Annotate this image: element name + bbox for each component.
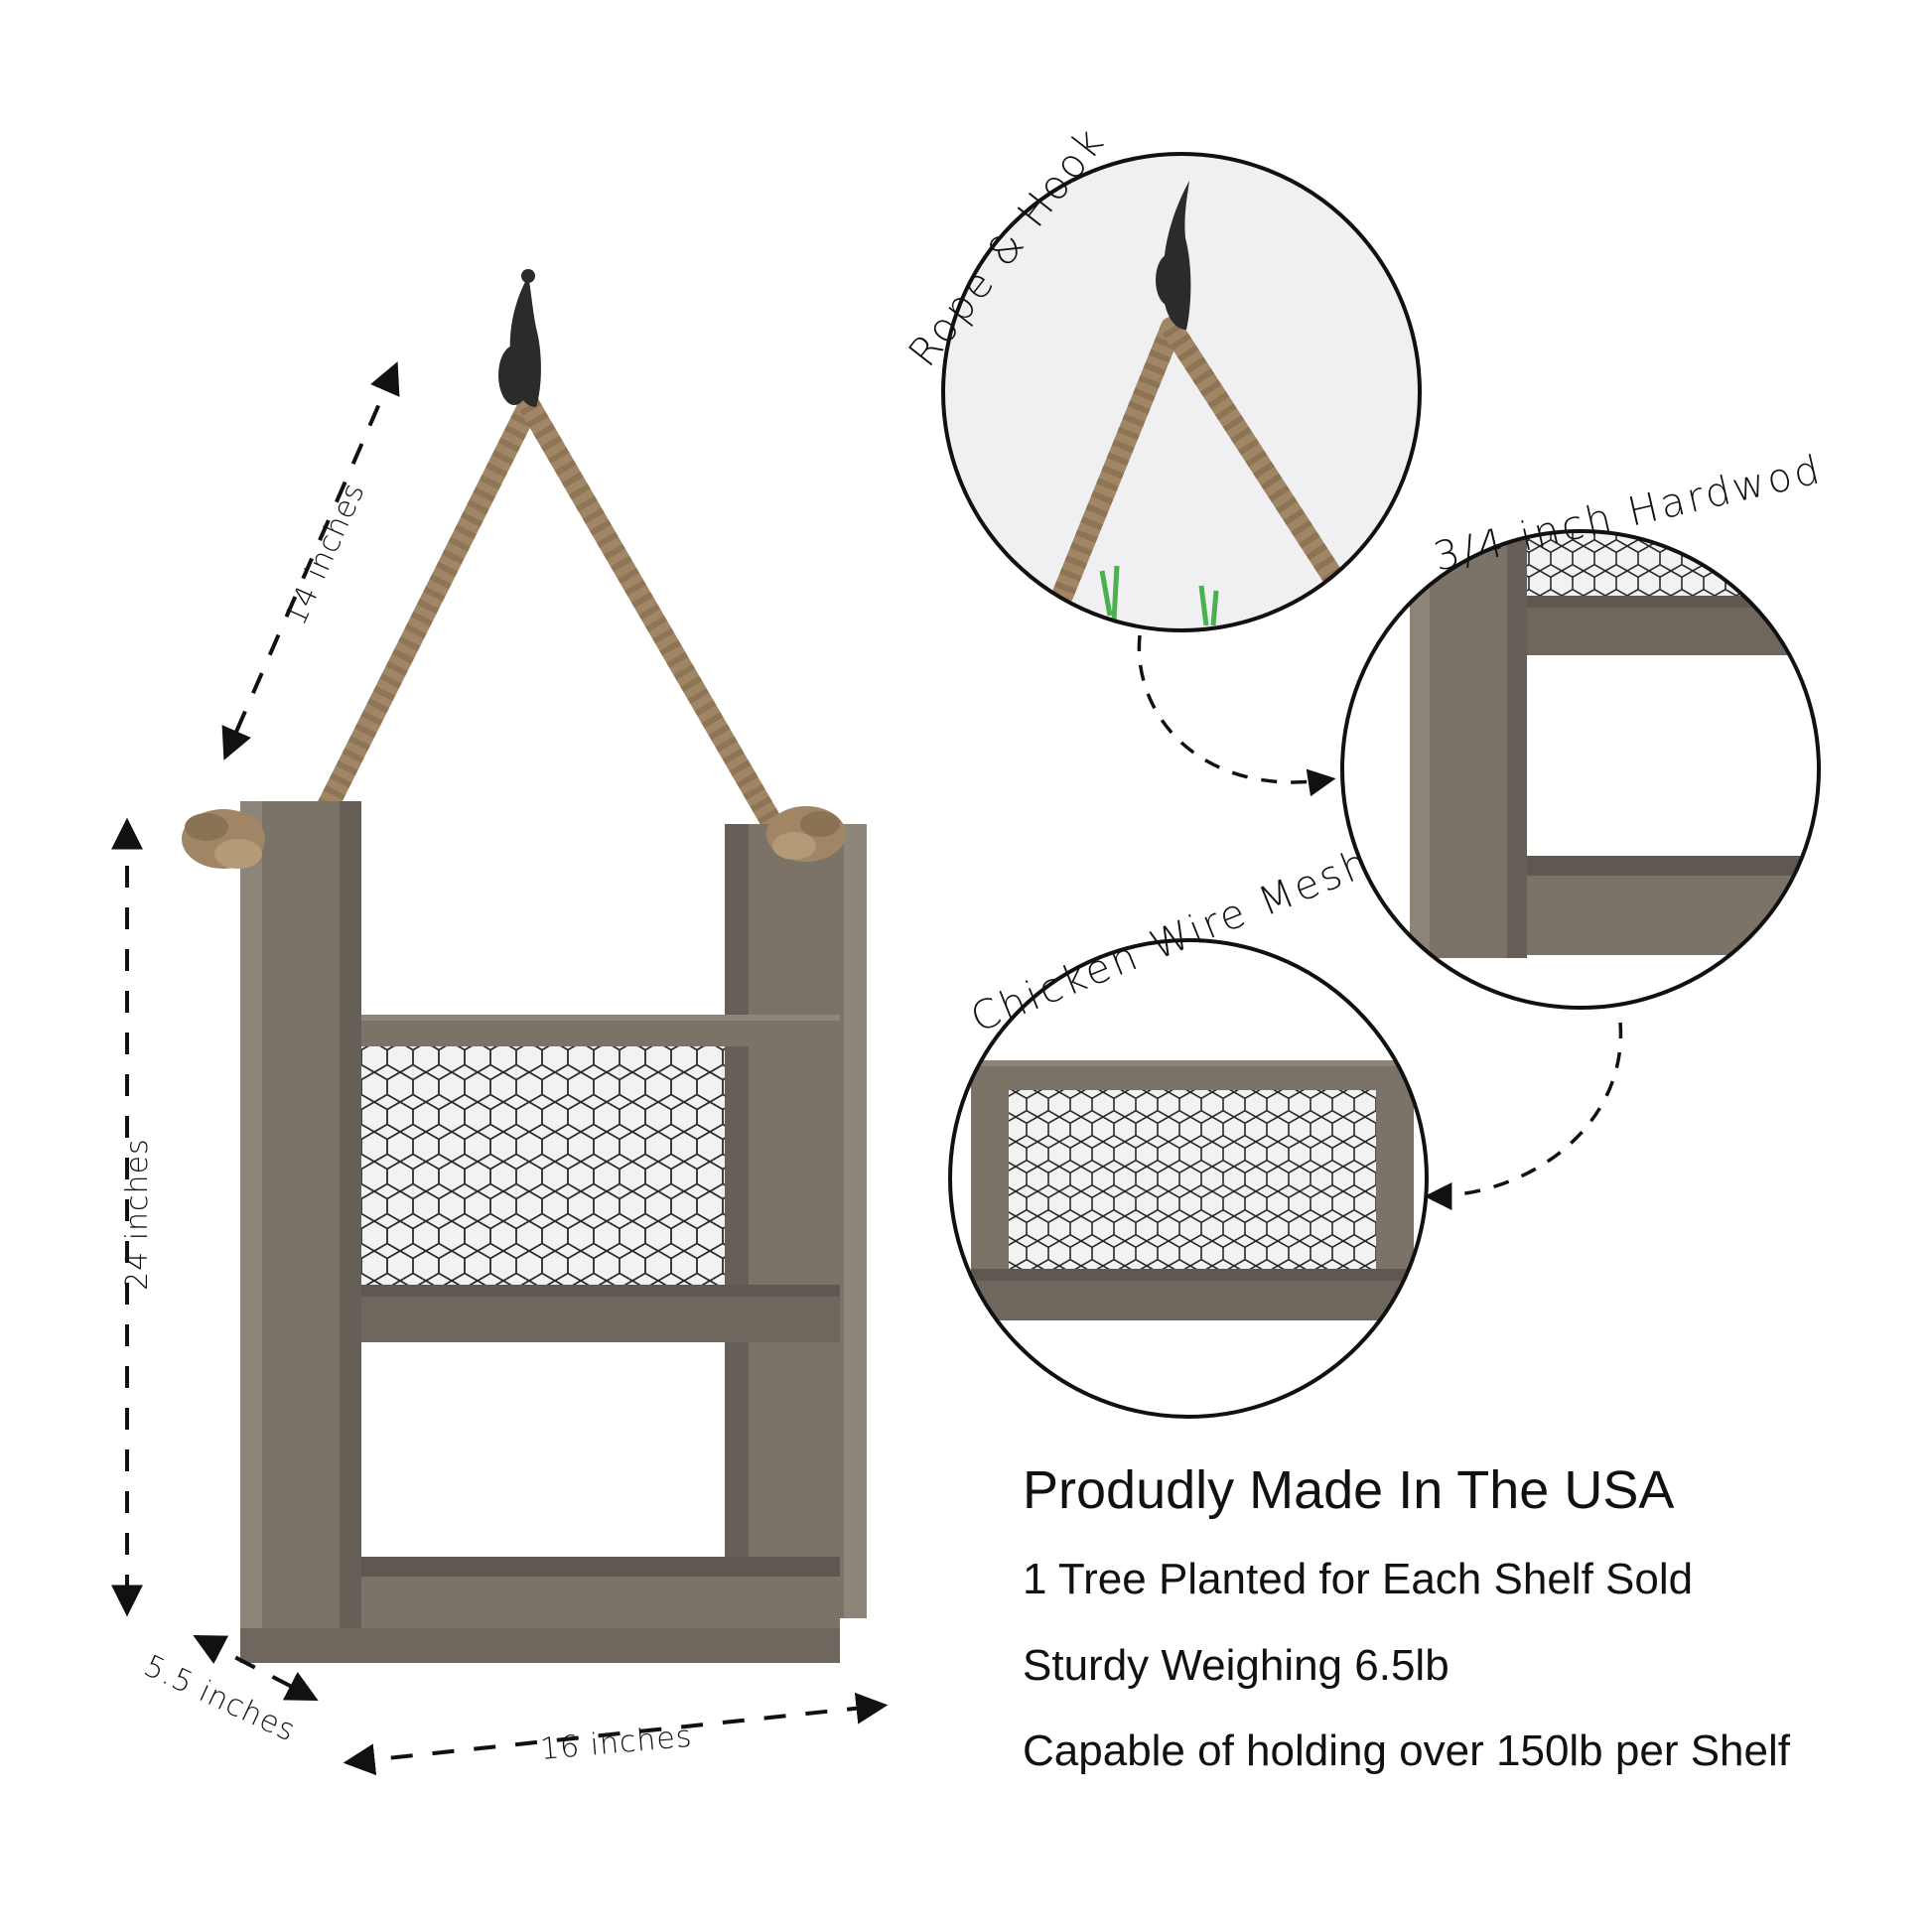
feature-item: 1 Tree Planted for Each Shelf Sold: [1023, 1555, 1694, 1604]
mesh-callout: [948, 938, 1429, 1419]
rope-length-label: 14 inches: [278, 478, 371, 631]
shelf-unit: [182, 269, 867, 1663]
rope-hook-callout: [941, 152, 1422, 632]
hanging-rope: [317, 394, 795, 855]
feature-list: Produdly Made In The USA 1 Tree Planted …: [1023, 1459, 1916, 1813]
width-label: 16 inches: [539, 1720, 694, 1767]
height-label: 24 inches: [120, 1138, 155, 1291]
wall-hook-icon: [498, 269, 541, 407]
dimension-arrows: [111, 361, 889, 1776]
right-rope-knot: [766, 806, 846, 862]
depth-label: 5.5 inches: [139, 1649, 302, 1749]
left-rope-knot: [182, 809, 265, 869]
connector-arrows: [1137, 634, 1623, 1210]
feature-item: Sturdy Weighing 6.5lb: [1023, 1640, 1449, 1690]
usa-headline: Produdly Made In The USA: [1023, 1460, 1675, 1520]
feature-item: Capable of holding over 150lb per Shelf: [1023, 1726, 1790, 1776]
hardwood-callout: [1340, 529, 1821, 1010]
